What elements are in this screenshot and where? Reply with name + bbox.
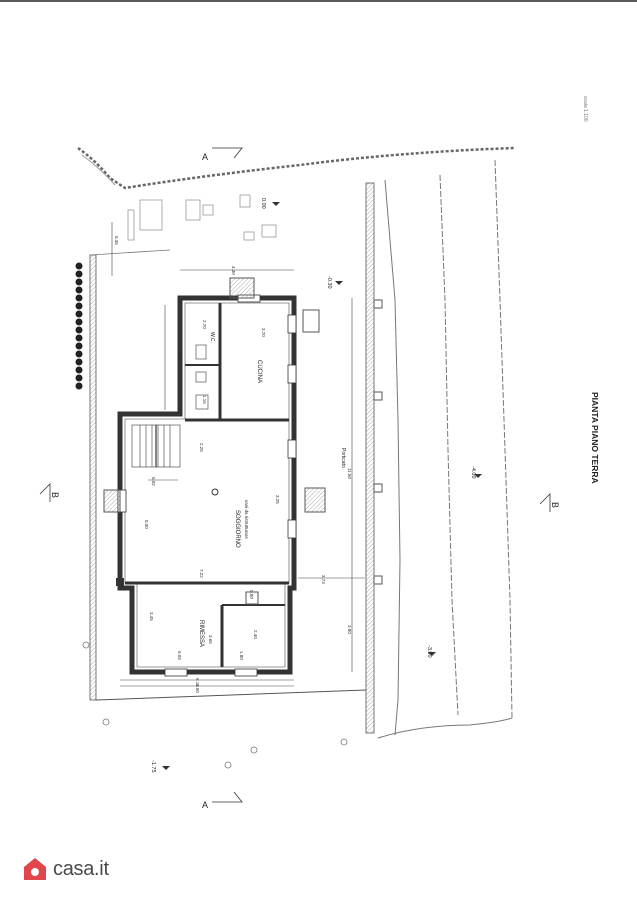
terrain-line-1 — [384, 179, 401, 736]
dim-11-50: 11.50 — [347, 468, 352, 479]
boundary-wall-right — [365, 182, 375, 734]
column-rimessa — [245, 591, 259, 605]
brand-logo[interactable]: casa.it — [22, 856, 109, 882]
outdoor-table — [302, 309, 320, 333]
brand-text: casa.it — [53, 857, 109, 880]
dim-3-65: 3.65 — [208, 635, 213, 644]
level-minus-0-30: -0.30 — [326, 276, 332, 289]
terrain-bottom — [377, 717, 513, 739]
dim-3-73: 3.73 — [321, 575, 326, 584]
scale-note: scala 1:100 — [582, 96, 588, 122]
vegetation — [82, 641, 348, 769]
dim-2-40: 2.40 — [253, 630, 258, 639]
dim-6-12: 6.12 — [195, 678, 200, 687]
room-label-rimessa: RIMESSA — [198, 620, 204, 647]
terrain-line-2 — [439, 174, 459, 716]
boundary-top — [89, 249, 171, 256]
pillar-2 — [373, 391, 383, 401]
dim-7-22: 7.22 — [199, 569, 204, 578]
terrain-line-3 — [494, 159, 513, 719]
house-icon — [24, 858, 46, 880]
tree-row — [75, 262, 83, 390]
dim-5-35: 5.35 — [114, 236, 119, 245]
room-label-porch: Porticato — [340, 448, 346, 468]
section-mark-left: B — [50, 492, 60, 498]
house-outer-wall — [117, 295, 297, 675]
dim-5-02: 5.02 — [151, 477, 156, 486]
dimension-lines — [111, 222, 365, 687]
level-minus-1-75: -1.75 — [150, 760, 156, 773]
pillar-corner — [116, 578, 124, 586]
top-border — [0, 0, 637, 2]
staircase — [131, 424, 181, 468]
dim-3-70: 3.70 — [261, 328, 266, 337]
room-label-soggiorno-sub: vani da ristrutturare — [244, 500, 249, 539]
dim-2-70: 2.70 — [202, 320, 207, 329]
level-minus-3-00: -3.00 — [426, 645, 432, 658]
dim-3-25: 3.25 — [275, 495, 280, 504]
wc-fixtures — [195, 344, 209, 410]
level-0-00: 0.00 — [260, 198, 266, 209]
dim-1-15: 1.15 — [202, 395, 207, 404]
boundary-wall-left — [89, 254, 97, 701]
pillar-3 — [373, 483, 383, 493]
dim-2-25: 2.25 — [199, 443, 204, 452]
dim-2-00: 2.00 — [177, 350, 182, 359]
dim-4-30: 4.30 — [231, 266, 236, 275]
house-outer-wall-inner — [124, 302, 290, 668]
light-point — [211, 488, 219, 496]
dim-0-80: 0.80 — [249, 590, 254, 599]
section-mark-graphics — [39, 147, 551, 803]
section-mark-right: B — [550, 502, 560, 508]
dim-6-50: 6.50 — [195, 684, 200, 693]
rock-edge-top — [77, 146, 516, 190]
column-right — [304, 487, 326, 513]
plan-title: PIANTA PIANO TERRA — [590, 392, 600, 484]
dim-1-80: 1.80 — [239, 651, 244, 660]
section-mark-bottom: A — [202, 800, 208, 810]
dim-3-80: 3.80 — [347, 625, 352, 634]
garden-furniture — [127, 194, 277, 241]
level-minus-4-00: -4.00 — [470, 466, 476, 479]
dim-3-45: 3.45 — [149, 612, 154, 621]
chimney — [229, 277, 255, 299]
level-markers — [162, 202, 482, 770]
dim-5-00: 5.00 — [144, 520, 149, 529]
rock-edge-top-inner — [81, 154, 116, 186]
pillar-1 — [373, 299, 383, 309]
section-mark-top: A — [202, 152, 208, 162]
room-label-soggiorno: SOGGIORNO — [234, 510, 240, 548]
column-left — [103, 489, 121, 513]
room-label-wc: W.C. — [209, 332, 215, 343]
boundary-bottom — [95, 689, 367, 701]
dim-5-03: 5.03 — [177, 651, 182, 660]
pillar-4 — [373, 575, 383, 585]
room-label-cucina: CUCINA — [256, 360, 262, 383]
windows — [117, 294, 297, 677]
